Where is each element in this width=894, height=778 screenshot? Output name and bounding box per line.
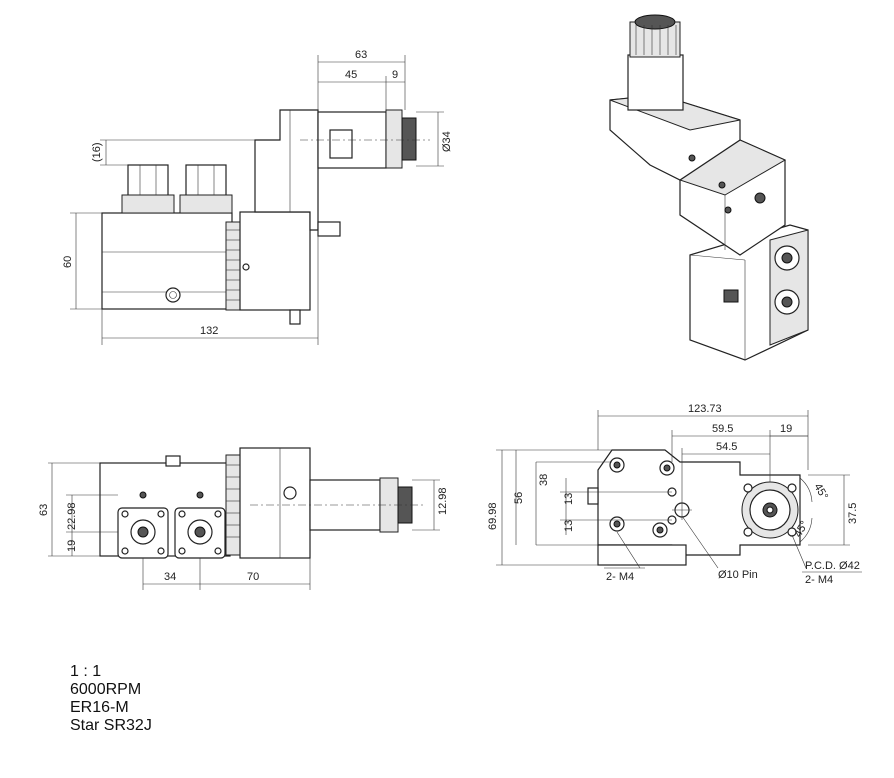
dim-top-total: 123.73	[688, 403, 722, 415]
side-view: 63 45 9 (16) Ø34 60 132	[62, 49, 453, 345]
note-machine: Star SR32J	[70, 717, 152, 734]
isometric-view	[609, 14, 809, 361]
dim-side-top-a: 45	[345, 69, 357, 81]
collet-left	[121, 164, 175, 214]
front-view: 63 22.98 19 34 70 12.98	[38, 447, 449, 590]
dim-front-w1: 34	[164, 571, 176, 583]
dim-top-h56: 56	[513, 492, 525, 504]
dim-top-a: 59.5	[712, 423, 733, 435]
dim-side-dia: Ø34	[441, 131, 453, 152]
dim-side-paren: (16)	[91, 142, 103, 162]
dim-top-h-total: 69.98	[487, 502, 499, 530]
dim-front-w2: 70	[247, 571, 259, 583]
dim-front-height: 63	[38, 504, 50, 516]
dim-top-13b: 13	[563, 520, 575, 532]
dim-top-h38: 38	[538, 474, 550, 486]
dim-front-h2: 19	[66, 540, 78, 552]
dim-front-shaft: 12.98	[437, 487, 449, 515]
dim-top-angle-a: 45°	[811, 482, 830, 502]
note-rpm: 6000RPM	[70, 681, 142, 698]
dim-side-width: 132	[200, 325, 218, 337]
note-collet: ER16-M	[70, 699, 129, 716]
dim-top-375: 37.5	[847, 503, 859, 524]
label-top-m4-right: 2- M4	[805, 574, 833, 586]
dim-side-top-total: 63	[355, 49, 367, 61]
drawing-notes: 1 : 1 6000RPM ER16-M Star SR32J	[70, 663, 152, 735]
dim-side-top-b: 9	[392, 69, 398, 81]
label-top-pin: Ø10 Pin	[718, 569, 758, 581]
dim-top-c: 54.5	[716, 441, 737, 453]
dim-front-h1: 22.98	[66, 502, 78, 530]
note-scale: 1 : 1	[70, 663, 102, 680]
dim-side-height: 60	[62, 256, 74, 268]
collet-right	[179, 164, 233, 214]
flange-right	[174, 491, 226, 559]
top-view: 123.73 59.5 19 54.5 69.98 56 38 13 13 45…	[487, 403, 862, 586]
dim-top-13a: 13	[563, 493, 575, 505]
label-top-pcd: P.C.D. Ø42	[805, 560, 860, 572]
gear	[741, 481, 799, 539]
label-top-m4-left: 2- M4	[606, 571, 634, 583]
dim-top-b: 19	[780, 423, 792, 435]
